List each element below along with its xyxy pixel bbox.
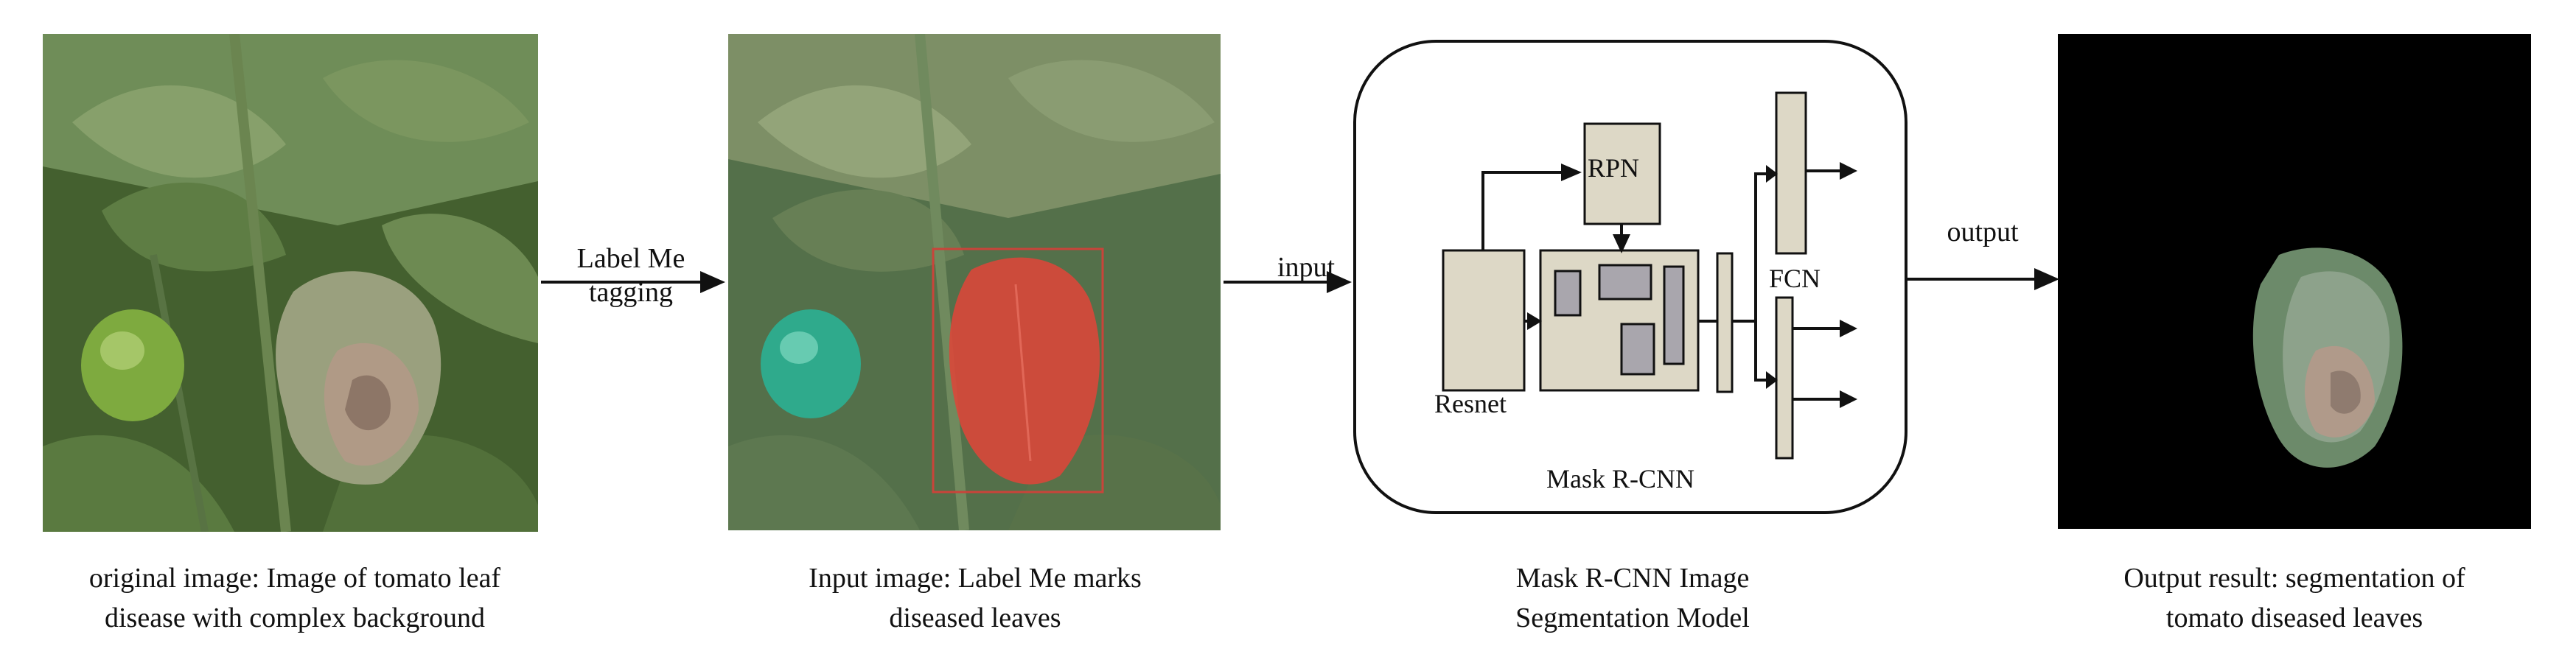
tagging-label: Label Me tagging bbox=[576, 243, 685, 308]
input-label: input bbox=[1277, 252, 1336, 283]
fcn-label: FCN bbox=[1769, 264, 1821, 293]
output-image bbox=[2058, 34, 2531, 529]
output-label: output bbox=[1947, 217, 2019, 247]
rpn-label: RPN bbox=[1588, 153, 1639, 183]
tomato-leaf-photo bbox=[43, 34, 538, 532]
resnet-block bbox=[1442, 249, 1526, 392]
caption-input: Input image: Label Me marks diseased lea… bbox=[809, 563, 1142, 633]
labeled-leaf-photo bbox=[728, 34, 1221, 530]
leaf-mask bbox=[949, 257, 1100, 485]
rpn-block bbox=[1583, 122, 1661, 225]
input-image bbox=[728, 34, 1221, 530]
segmented-leaf-photo bbox=[2058, 34, 2531, 529]
fcn-block bbox=[1775, 91, 1807, 255]
bounding-box bbox=[932, 247, 1104, 493]
caption-model: Mask R-CNN Image Segmentation Model bbox=[1515, 563, 1750, 633]
resnet-label: Resnet bbox=[1434, 389, 1507, 418]
model-title: Mask R-CNN bbox=[1546, 464, 1694, 493]
original-image bbox=[43, 34, 538, 532]
caption-original: original image: Image of tomato leaf dis… bbox=[88, 563, 501, 633]
caption-output: Output result: segmentation of tomato di… bbox=[2123, 563, 2465, 633]
